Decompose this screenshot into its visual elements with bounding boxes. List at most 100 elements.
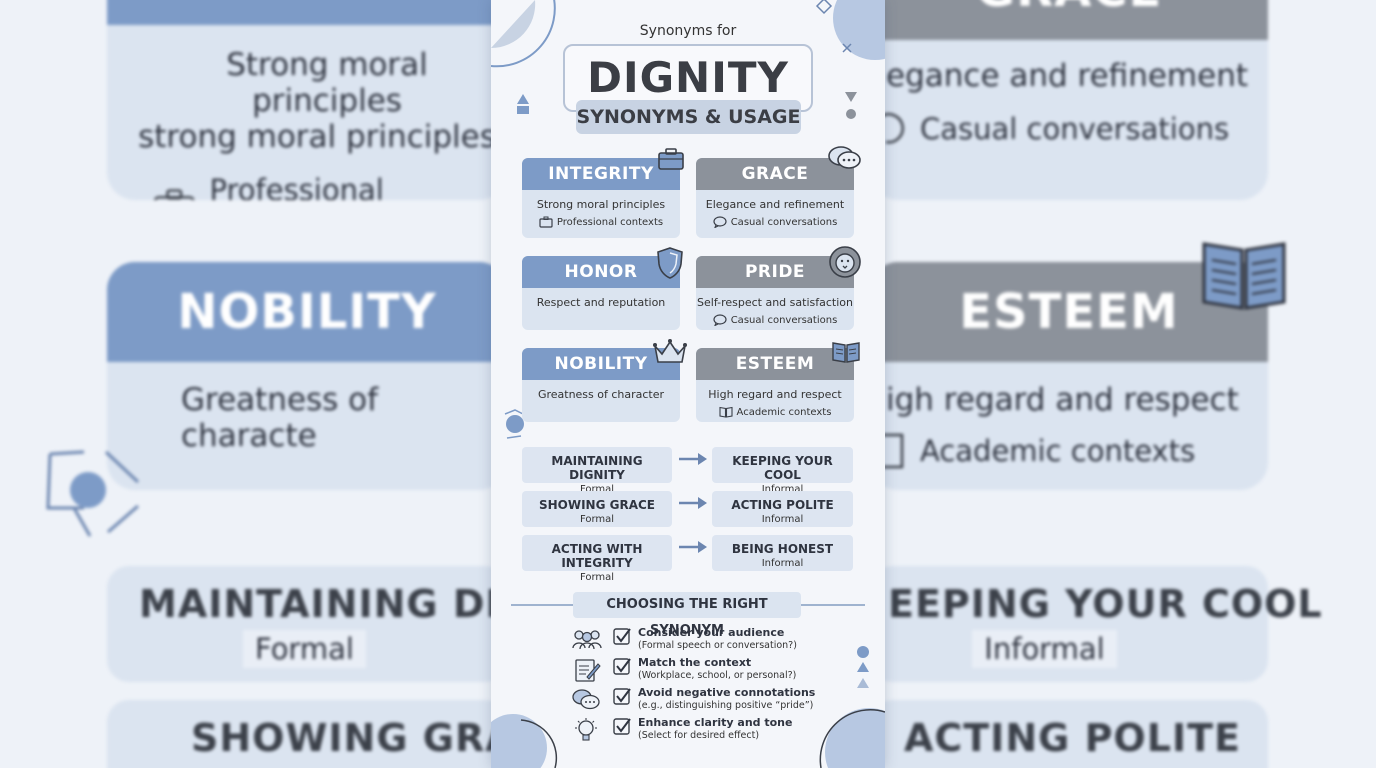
bg-card-integrity: INTEGRITY Strong moral principles strong… [107, 0, 507, 200]
speech-bubbles-icon [828, 146, 861, 169]
card-honor: HONOR Respect and reputation [522, 256, 680, 330]
card-description: Greatness of character [537, 388, 665, 401]
checkbox-checked-icon [613, 688, 631, 705]
card-description: Elegance and refinement [705, 198, 845, 211]
card-title: PRIDE [696, 256, 854, 288]
tip-title: Enhance clarity and tone [638, 716, 793, 729]
lightbulb-icon [575, 718, 597, 741]
open-book-icon [1202, 242, 1286, 310]
speech-bubble-icon [881, 113, 904, 144]
bg-integrity-context-label: Professional contexts [209, 173, 384, 200]
card-integrity: INTEGRITY Strong moral principles Profes… [522, 158, 680, 238]
bg-esteem-context: Academic contexts [880, 432, 1268, 470]
card-nobility: NOBILITY Greatness of character [522, 348, 680, 422]
briefcase-icon [539, 216, 553, 228]
arrow-right-icon [679, 453, 707, 465]
tip-detail: (e.g., distinguishing positive “pride”) [638, 700, 814, 711]
phrase-title: SHOWING GRACE [538, 498, 656, 512]
checkbox-checked-icon [613, 658, 631, 675]
arrow-right-icon [679, 541, 707, 553]
phrase-register: Informal [761, 514, 804, 525]
phrase-title: BEING HONEST [731, 542, 834, 556]
phrase-informal: KEEPING YOUR COOL Informal [712, 447, 853, 495]
bg-pill-3-title: SHOWING GRACE [191, 716, 572, 760]
bg-grace-context: Casual conversations [880, 112, 1268, 146]
card-context-label: Casual conversations [730, 314, 838, 326]
phrase-register: Formal [579, 484, 615, 495]
bg-card-grace-head: GRACE [870, 0, 1268, 40]
section-title: CHOOSING THE RIGHT SYNONYM [573, 592, 801, 638]
card-description: Self-respect and satisfaction [697, 296, 853, 309]
card-title: HONOR [522, 256, 680, 288]
phrase-register: Informal [761, 484, 804, 495]
card-context: Casual conversations [696, 216, 854, 228]
card-description: Respect and reputation [536, 296, 666, 309]
card-pride: PRIDE Self-respect and satisfaction Casu… [696, 256, 854, 330]
bg-pill-4-title: ACTING POLITE [904, 716, 1241, 760]
bg-integrity-desc-2: strong moral principles [138, 119, 496, 155]
speech-bubble-icon [713, 314, 727, 326]
tip-title: Match the context [638, 656, 752, 669]
infographic-panel: Synonyms for DIGNITY SYNONYMS & USAGE IN… [491, 0, 885, 768]
book-icon [882, 433, 904, 469]
speech-bubble-icon [713, 216, 727, 228]
card-title: NOBILITY [522, 348, 680, 380]
bg-pill-showing-grace: SHOWING GRACE [107, 700, 572, 768]
tip-detail: (Workplace, school, or personal?) [638, 670, 797, 681]
bg-card-nobility: NOBILITY Greatness of characte [107, 262, 507, 490]
phrase-register: Formal [579, 514, 615, 525]
bg-integrity-context: Professional contexts [153, 173, 507, 200]
briefcase-icon [153, 189, 195, 200]
bg-esteem-context-label: Academic contexts [920, 434, 1196, 468]
card-esteem: ESTEEM High regard and respect Academic … [696, 348, 854, 422]
checkbox-checked-icon [613, 718, 631, 735]
bg-card-integrity-head: INTEGRITY [107, 0, 507, 25]
tip-item: Consider your audience (Formal speech or… [571, 626, 871, 654]
bg-pill-2-sub: Informal [972, 630, 1117, 668]
arrow-right-icon [679, 497, 707, 509]
phrase-formal: SHOWING GRACE Formal [522, 491, 672, 527]
bg-grace-context-label: Casual conversations [920, 112, 1230, 146]
bg-pill-1-title: MAINTAINING DIGNI [139, 582, 581, 626]
phrase-register: Formal [579, 572, 615, 583]
notepad-icon [575, 659, 601, 682]
bg-grace-desc: egance and refinement [886, 58, 1248, 94]
card-context: Casual conversations [696, 314, 854, 326]
bg-pill-2-title: EEPING YOUR COOL [888, 582, 1323, 626]
open-book-icon [832, 342, 860, 363]
phrase-informal: BEING HONEST Informal [712, 535, 853, 571]
bg-pill-maintaining-dignity: MAINTAINING DIGNI Formal [107, 566, 581, 682]
top-label: Synonyms for [639, 23, 737, 39]
bg-pill-keeping-your-cool: EEPING YOUR COOL Informal [870, 566, 1323, 682]
tip-detail: (Select for desired effect) [638, 730, 760, 741]
bg-card-grace: GRACE egance and refinement Casual conve… [870, 0, 1268, 200]
tip-detail: (Formal speech or conversation?) [638, 640, 797, 651]
shield-icon [657, 247, 683, 279]
phrase-title: MAINTAINING DIGNITY [551, 454, 643, 482]
tip-item: Avoid negative connotations (e.g., disti… [571, 686, 871, 714]
phrase-title: ACTING WITH INTEGRITY [551, 542, 643, 570]
bg-card-esteem: ESTEEM igh regard and respect Academic c… [870, 262, 1268, 490]
card-context-label: Casual conversations [730, 216, 838, 228]
bg-pill-acting-polite: ACTING POLITE [870, 700, 1268, 768]
book-icon [718, 406, 733, 418]
tip-item: Match the context (Workplace, school, or… [571, 656, 871, 684]
card-context: Professional contexts [522, 216, 680, 228]
bg-nobility-desc: Greatness of characte [181, 382, 379, 454]
crown-icon [653, 339, 687, 363]
card-grace: GRACE Elegance and refinement Casual con… [696, 158, 854, 238]
tip-item: Enhance clarity and tone (Select for des… [571, 716, 871, 744]
phrase-formal: ACTING WITH INTEGRITY Formal [522, 535, 672, 583]
card-title: GRACE [696, 158, 854, 190]
bg-card-nobility-head: NOBILITY [107, 262, 507, 362]
checkbox-checked-icon [613, 628, 631, 645]
geometric-decoration [46, 450, 140, 537]
card-context-label: Professional contexts [556, 216, 664, 228]
phrase-title: ACTING POLITE [731, 498, 834, 512]
tip-title: Avoid negative connotations [638, 686, 816, 699]
card-description: Strong moral principles [536, 198, 666, 211]
briefcase-icon [658, 148, 684, 170]
decorative-circles [491, 0, 885, 768]
bg-integrity-desc-1: Strong moral principles [226, 47, 428, 119]
